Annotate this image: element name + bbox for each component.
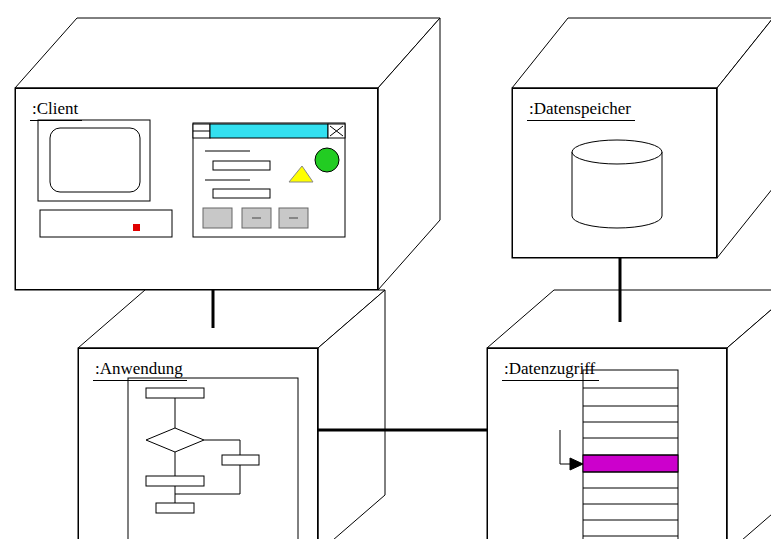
window-icon	[193, 123, 345, 237]
connector-line	[212, 290, 215, 328]
connector-line	[619, 258, 622, 322]
node-name: :Anwendung	[93, 359, 187, 381]
node-name: :Datenzugriff	[502, 359, 599, 381]
client-node: :Client	[15, 88, 378, 290]
datastore-node: :Datenspeicher	[512, 88, 717, 258]
node-name: :Datenspeicher	[527, 99, 635, 121]
application-node: :Anwendung	[78, 348, 318, 539]
node-name: :Client	[30, 99, 82, 121]
data-access-node: :Datenzugriff	[487, 348, 727, 539]
computer-icon	[38, 120, 172, 237]
database-cylinder	[572, 140, 662, 228]
cube-faces	[487, 290, 771, 539]
table-icon	[560, 370, 678, 539]
cube-faces	[78, 290, 385, 539]
connector-line	[318, 429, 487, 432]
flowchart-icon	[128, 378, 298, 539]
cube-faces	[512, 18, 771, 258]
cube-faces	[15, 18, 440, 290]
